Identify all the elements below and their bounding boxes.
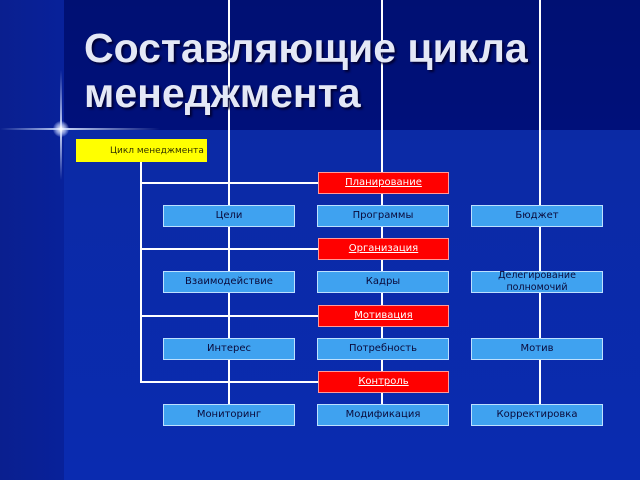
item-motive: Мотив xyxy=(471,338,603,360)
item-budget: Бюджет xyxy=(471,205,603,227)
stage-planning: Планирование xyxy=(318,172,449,194)
item-monitoring: Мониторинг xyxy=(163,404,295,426)
item-interaction: Взаимодействие xyxy=(163,271,295,293)
connector-vertical-left-column xyxy=(228,0,230,404)
connector-to-stage-organization xyxy=(140,248,318,250)
page-title: Составляющие цикла менеджмента xyxy=(84,25,528,116)
item-personnel: Кадры xyxy=(317,271,449,293)
cycle-box: Цикл менеджмента xyxy=(76,139,207,162)
stage-organization: Организация xyxy=(318,238,449,260)
item-goals: Цели xyxy=(163,205,295,227)
background-top xyxy=(0,0,640,130)
item-delegation: Делегирование полномочий xyxy=(471,270,603,293)
sparkle-horizontal-ray xyxy=(0,128,160,130)
sparkle-star-icon xyxy=(53,121,69,137)
connector-vertical-right-column xyxy=(539,0,541,404)
item-interest: Интерес xyxy=(163,338,295,360)
item-adjustment: Корректировка xyxy=(471,404,603,426)
stage-motivation: Мотивация xyxy=(318,305,449,327)
connector-to-stage-planning xyxy=(140,182,318,184)
connector-to-stage-control xyxy=(140,381,318,383)
item-modification: Модификация xyxy=(317,404,449,426)
item-programs: Программы xyxy=(317,205,449,227)
stage-control: Контроль xyxy=(318,371,449,393)
connector-vertical-cycle-trunk xyxy=(140,162,142,383)
connector-vertical-center-column xyxy=(381,0,383,404)
item-need: Потребность xyxy=(317,338,449,360)
background-left xyxy=(0,0,64,480)
connector-to-stage-motivation xyxy=(140,315,318,317)
